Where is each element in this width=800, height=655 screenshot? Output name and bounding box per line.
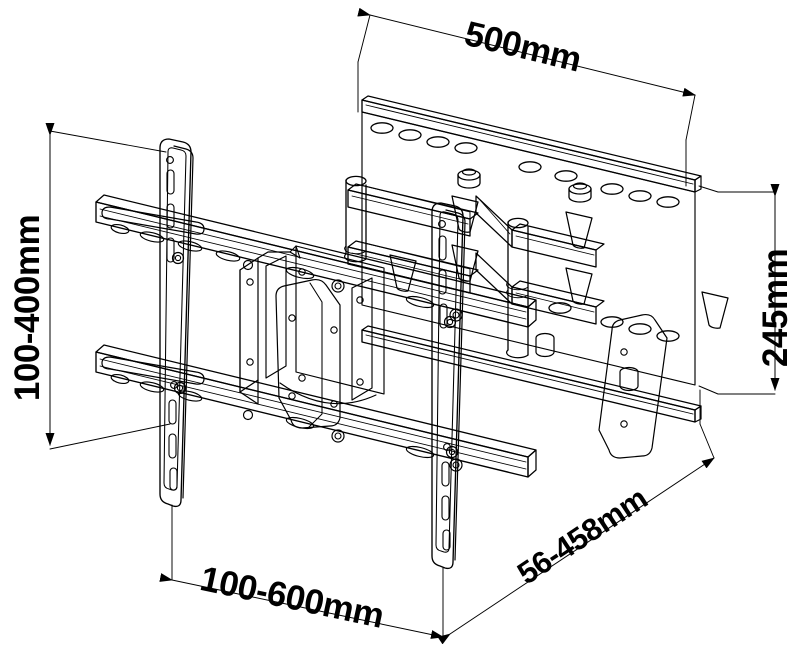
wall-mounting-plate xyxy=(361,95,702,423)
left-vertical-tv-bracket xyxy=(159,138,194,508)
bracket-slot-group-right xyxy=(438,235,451,551)
dimension-100-400mm xyxy=(45,123,171,450)
right-vertical-tv-bracket xyxy=(431,202,466,570)
tilt-link-plate xyxy=(275,278,668,459)
top-horizontal-rail xyxy=(95,194,537,328)
bottom-horizontal-rail xyxy=(95,344,537,478)
dimension-245mm xyxy=(698,184,780,395)
rail-slot-group-bottom xyxy=(110,373,435,459)
dimension-label-height-range: 100-400mm xyxy=(8,214,47,402)
pivot-cylinder xyxy=(344,175,529,359)
wall-plate-hole-row-upper-right xyxy=(600,183,680,208)
dimension-56-458mm xyxy=(437,389,715,645)
vesa-center-plate xyxy=(239,245,385,405)
dimension-label-plate-height: 245mm xyxy=(756,248,795,368)
arm-bolt xyxy=(457,168,592,203)
bracket-slot-group-left xyxy=(166,169,178,491)
dimension-lines xyxy=(45,7,780,645)
lower-articulating-arm xyxy=(347,240,605,325)
dimension-500mm xyxy=(357,7,696,187)
